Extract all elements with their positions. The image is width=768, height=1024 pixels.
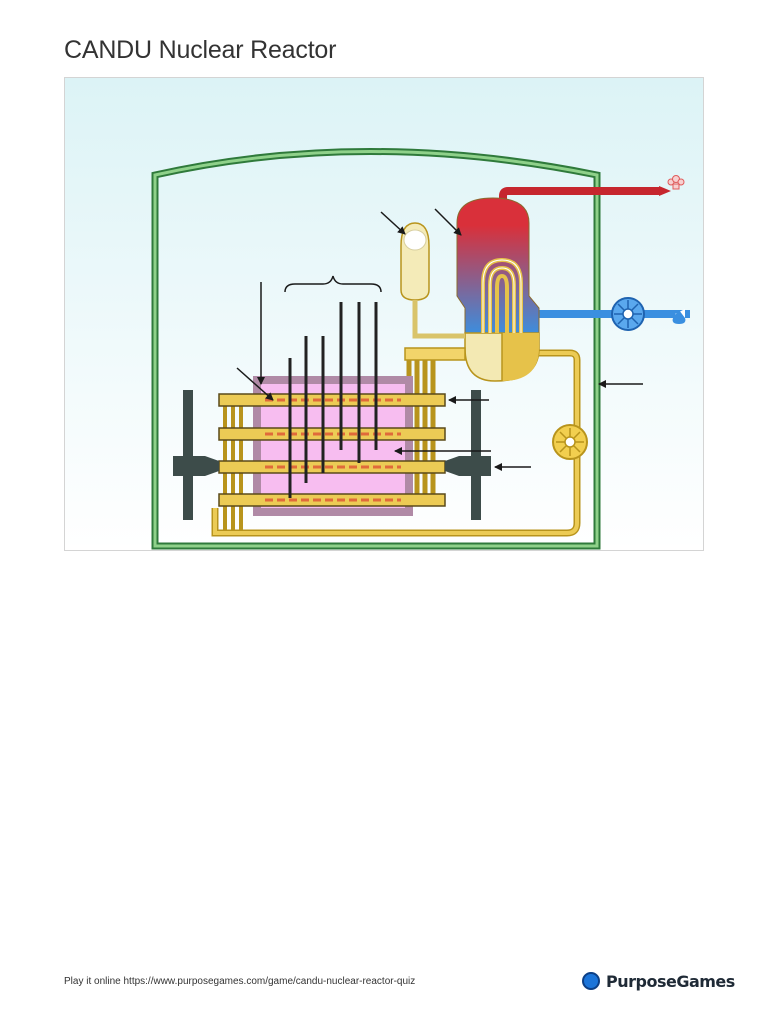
fuel-channels [218,393,446,507]
pointer-pressurizer [380,211,406,235]
label-pointers [236,208,643,471]
steam-icon [667,175,685,190]
candu-reactor-diagram [64,77,704,551]
pointer-fuel-bundle [236,367,274,401]
header-box [404,347,466,361]
page-title: CANDU Nuclear Reactor [64,36,337,64]
purposegames-logo[interactable]: PurposeGames [582,969,735,993]
play-online-link[interactable]: Play it online https://www.purposegames.… [64,976,416,987]
containment-building [153,150,599,548]
logo-circle-icon [582,972,600,990]
fueling-machine-left [173,390,219,520]
pressurizer [400,222,465,339]
feedwater-pump-icon [611,297,645,331]
primary-pump-icon [552,424,588,460]
feedwater-pipe [530,309,690,319]
control-rods [288,302,378,498]
bracket-control-rods [284,275,382,293]
steam-outlet-pipe [499,186,671,228]
brand-name: PurposeGames [606,971,735,991]
pointer-steam-generator [434,208,462,236]
water-drop-icon [672,310,686,324]
diagram-canvas [65,78,703,550]
fueling-machine-right [445,390,491,520]
heavy-water-loop-inner [213,351,579,535]
steam-generator [456,197,540,382]
